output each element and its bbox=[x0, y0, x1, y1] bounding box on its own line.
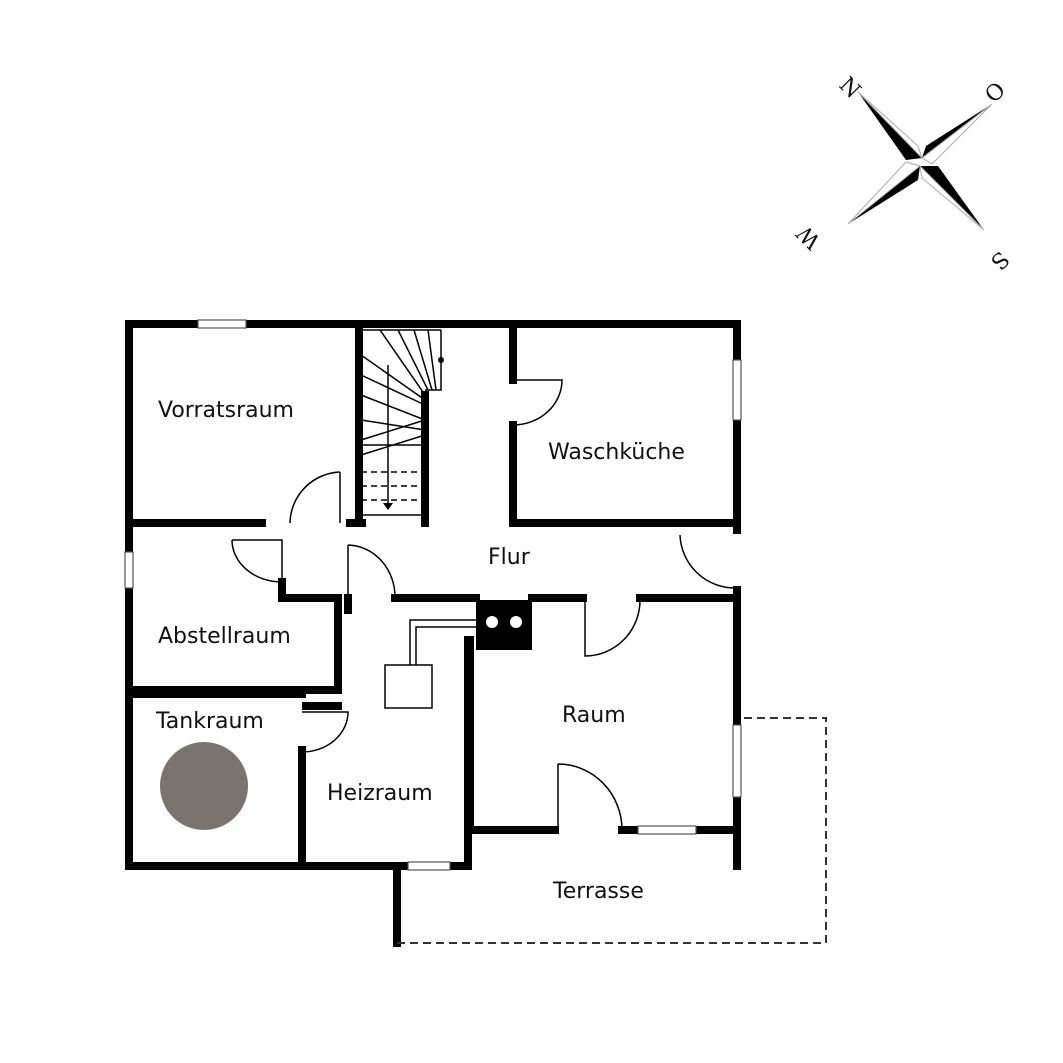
compass-east-label: O bbox=[981, 78, 1011, 108]
room-label-heizraum: Heizraum bbox=[327, 781, 433, 806]
terrace-outline bbox=[397, 717, 827, 944]
windows bbox=[124, 319, 742, 871]
room-label-terrasse: Terrasse bbox=[552, 879, 644, 904]
compass-west-label: W bbox=[792, 219, 826, 253]
boiler bbox=[384, 619, 476, 709]
compass-south-label: S bbox=[985, 246, 1013, 274]
walls bbox=[125, 320, 741, 947]
room-label-raum: Raum bbox=[562, 703, 626, 728]
compass-rose-icon bbox=[847, 91, 993, 231]
room-label-vorratsraum: Vorratsraum bbox=[158, 398, 294, 423]
oil-tank bbox=[160, 742, 248, 830]
room-label-tankraum: Tankraum bbox=[155, 709, 264, 734]
room-label-abstellraum: Abstellraum bbox=[158, 624, 291, 649]
chimney bbox=[476, 600, 532, 650]
room-label-flur: Flur bbox=[488, 545, 531, 570]
staircase bbox=[360, 329, 444, 516]
doors bbox=[231, 379, 736, 831]
compass-north-label: N bbox=[834, 73, 865, 104]
room-label-waschkueche: Waschküche bbox=[548, 440, 685, 465]
